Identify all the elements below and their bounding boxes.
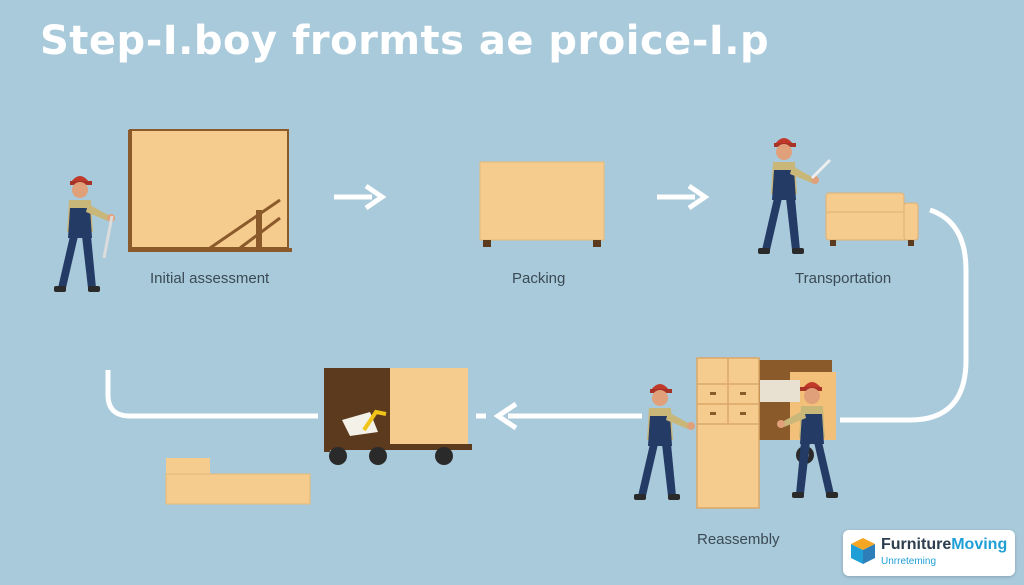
step-packing [479,161,605,247]
cube-icon [851,538,875,564]
dresser-illustration [696,357,760,509]
step-initial-assessment [54,129,292,292]
step-reassembly [634,357,838,509]
flat-pack-illustration [165,458,311,505]
step-label-reassembly: Reassembly [697,531,780,548]
logo-brand: FurnitureMoving [881,536,1007,554]
brand-logo: FurnitureMoving Unrreteming [843,530,1015,576]
step-transportation [758,138,919,254]
worker-left [634,384,695,500]
wardrobe-illustration [128,129,292,252]
logo-subtitle: Unrreteming [881,556,937,567]
step-label-transport: Transportation [795,270,892,287]
page-title: Step-I.boy frormts ae proice-I.p [40,18,770,64]
step-label-initial: Initial assessment [150,270,270,287]
worker-carrying [758,138,819,254]
flow-connector-right [840,207,969,423]
flow-connector-left [105,370,318,419]
logo-brand-b: Moving [951,536,1008,553]
logo-brand-a: Furniture [881,536,952,553]
sofa-illustration [825,192,919,246]
step-label-packing: Packing [512,270,566,287]
packed-box-illustration [479,161,605,241]
cart-illustration [324,368,472,465]
right-arrow-icon [657,183,710,211]
worker-assessing [54,176,115,292]
tool-icon [102,215,114,259]
right-arrow-icon [334,183,387,211]
left-arrow-icon [476,401,642,431]
